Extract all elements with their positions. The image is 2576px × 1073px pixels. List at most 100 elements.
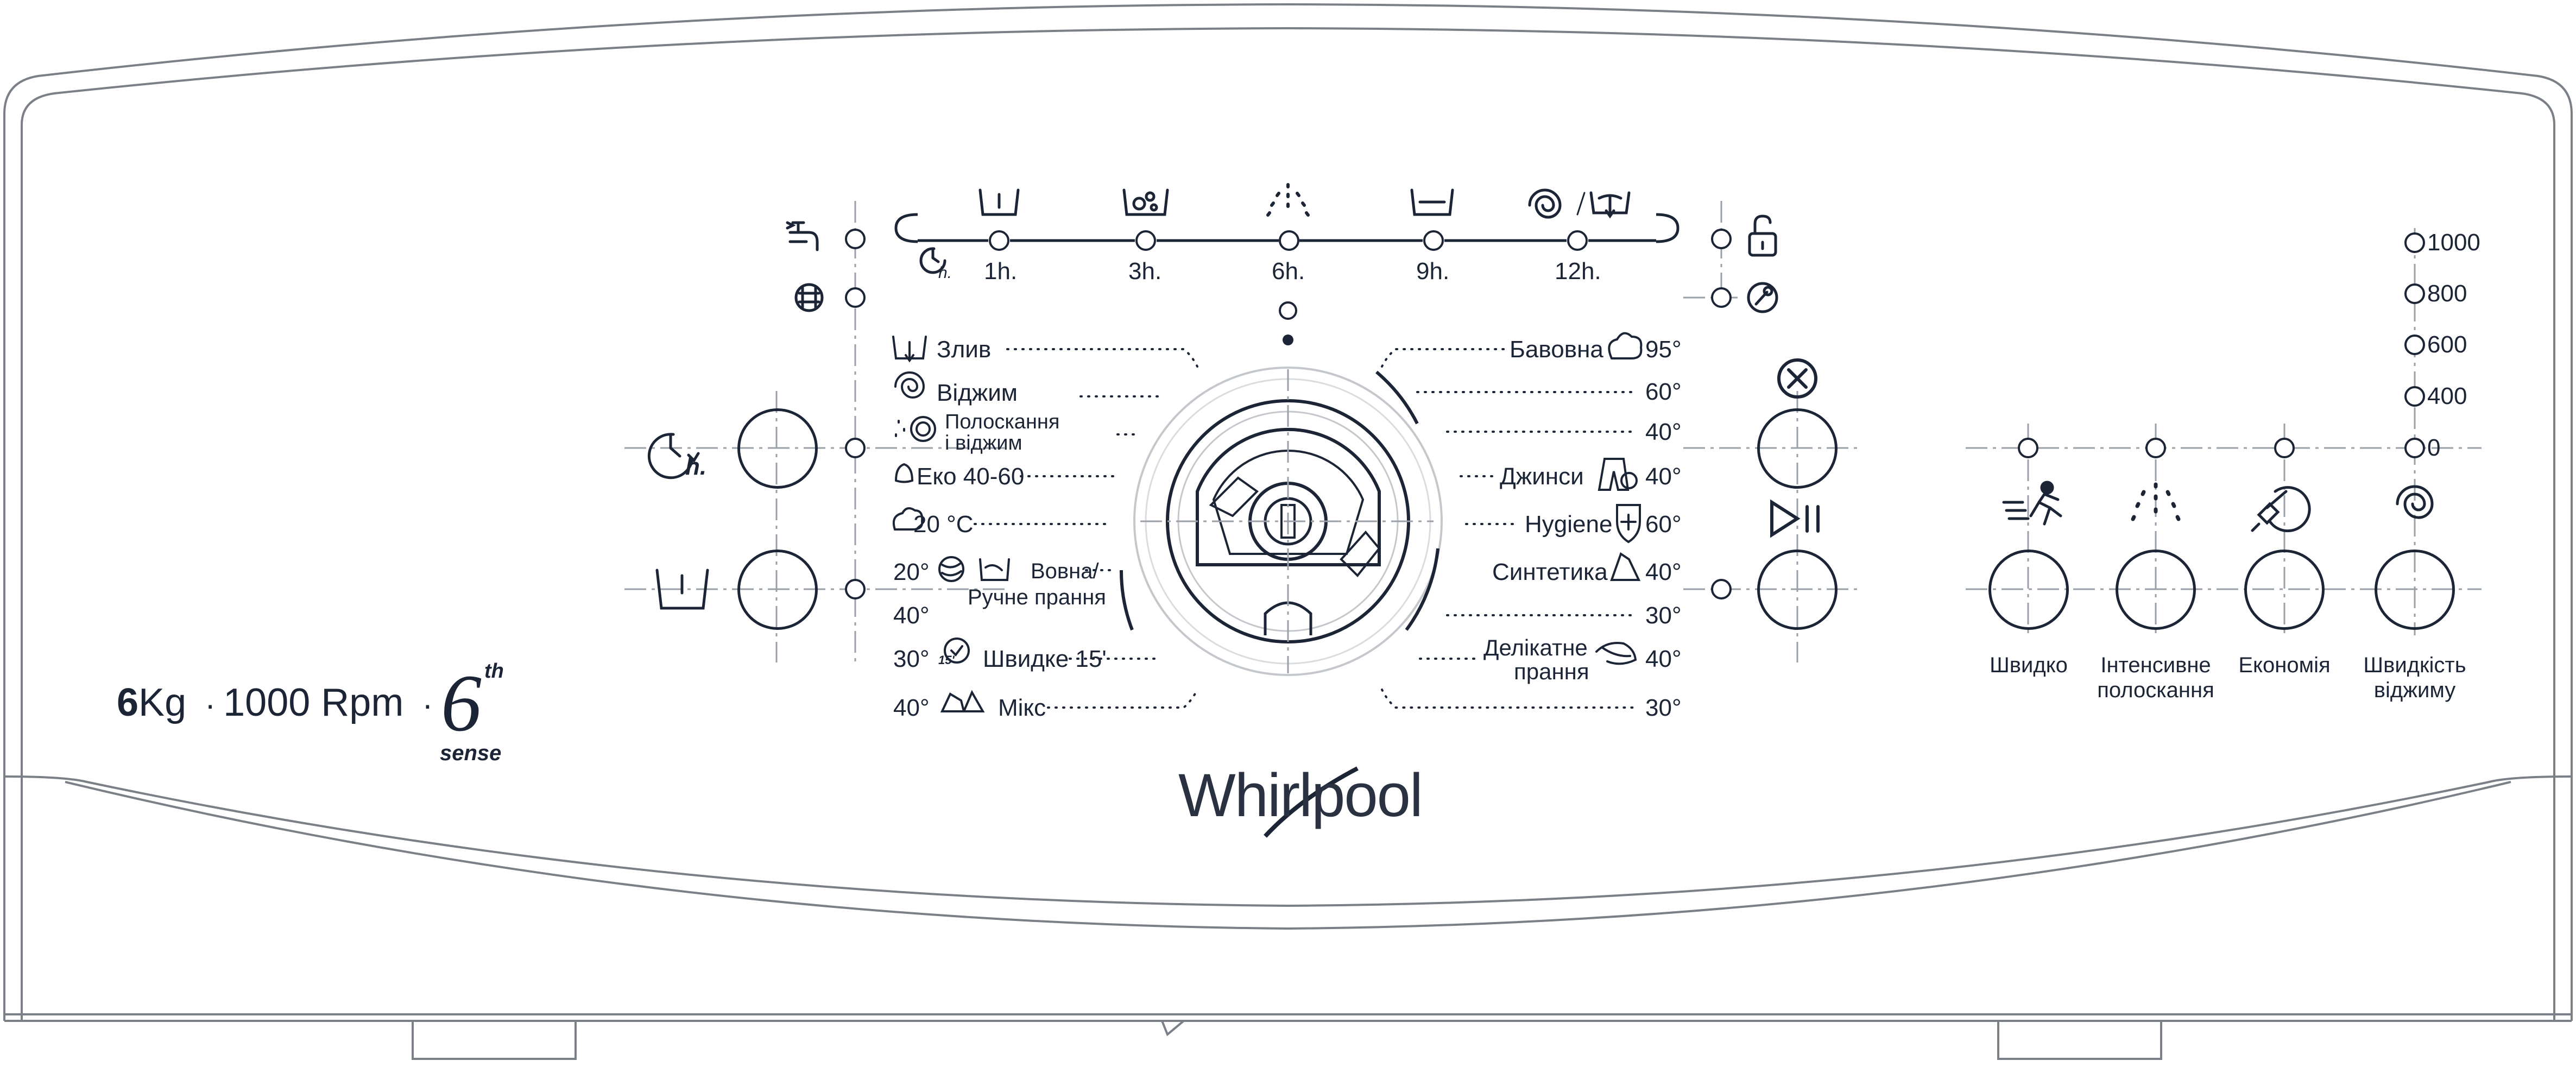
wool-icon [938,556,964,582]
softener-icon [1410,188,1454,216]
delay-1h-label: 1h. [984,258,1018,285]
rinse-shower-icon [1266,183,1310,217]
intensive-rinse-option-button[interactable] [2116,550,2196,630]
service-icon [1747,282,1778,313]
intensive-rinse-icon [2131,482,2181,521]
program-delicate-temp: 40° [1645,646,1682,672]
delay-12h-label: 12h. [1555,258,1601,285]
program-cotton-temp: 95° [1645,336,1682,363]
led-service [1711,287,1732,308]
jeans-icon [1598,458,1638,491]
delay-timeline [894,213,1680,243]
delay-3h-label: 3h. [1128,258,1162,285]
mix-icon [940,690,985,712]
program-dial [1119,301,1443,676]
led-detergent [845,579,866,599]
led-intensive-rinse [2145,438,2166,458]
detergent-button-icon [655,569,709,610]
led-delay-3h [1135,230,1156,251]
led-spin-1000 [2404,232,2425,253]
program-cotton[interactable]: Бавовна [1510,336,1603,363]
option-spin-speed-label: Швидкість віджиму [2363,653,2466,702]
led-delay-6h [1279,230,1299,251]
program-leaders-right [1381,348,1638,709]
start-pause-button[interactable] [1757,550,1838,630]
quick15-icon-text: 15' [938,653,955,667]
synthetic-icon [1610,552,1641,581]
spin-speed-option-button[interactable] [2375,550,2455,630]
drain-icon [1589,191,1631,219]
delay-6h-label: 6h. [1272,258,1305,285]
program-delicate-30: 30° [1645,695,1682,721]
program-wool-temp2: 40° [893,602,930,629]
program-dial-knob[interactable] [1167,401,1409,642]
program-cotton-20[interactable]: 20 °C [913,511,974,538]
led-door-unlock [1711,229,1732,249]
quick15-icon [944,638,970,664]
led-delay-9h [1423,230,1444,251]
right-icons [1747,214,1820,538]
detergent-button[interactable] [737,550,818,630]
delicate-icon [1595,642,1637,665]
eco-option-button[interactable] [2244,550,2325,630]
led-spin-400 [2404,386,2425,407]
led-quick [2018,438,2038,458]
eco-cotton-icon [895,463,914,483]
cotton-icon [1608,332,1643,359]
program-synthetic[interactable]: Синтетика [1492,559,1608,585]
program-wool[interactable]: Вовна/ [1031,559,1099,583]
program-mix[interactable]: Мікс [998,695,1046,721]
led-delay [845,438,866,458]
delay-start-icon [647,433,700,479]
cancel-button[interactable] [1757,408,1838,489]
program-hygiene-temp: 60° [1645,511,1682,538]
spin-1000-label: 1000 [2427,229,2480,256]
drain-program-icon [892,336,927,363]
program-wool-temp: 20° [893,559,930,585]
led-spin-0 [2404,438,2425,458]
led-start [1711,579,1732,599]
quick-option-button[interactable] [1988,550,2069,630]
program-jeans-temp: 40° [1645,463,1682,490]
led-eco [2274,438,2295,458]
program-leaders-left [974,348,1198,709]
program-quick15[interactable]: Швидке 15' [983,646,1107,672]
rinse-spin-icon [895,416,936,442]
program-cotton-60: 60° [1645,378,1682,405]
detergent-compartment-icon [978,188,1020,216]
capacity-spec: 6Kg ·1000 Rpm · [117,681,433,724]
program-rinse-spin-line2: і віджим [945,432,1022,455]
led-spin-800 [2404,283,2425,304]
spin-600-label: 600 [2427,331,2467,358]
panel-outline [3,3,2573,1060]
spin-0-label: 0 [2427,434,2441,461]
side-icons [647,221,946,610]
spin-spiral-icon [1528,188,1562,219]
program-icons-right [1595,332,1643,665]
prewash-icon [1122,188,1169,216]
delay-clock-label: h. [938,264,952,282]
led-grid-lock [845,287,866,308]
program-eco-40-60[interactable]: Еко 40-60 [917,463,1025,490]
spin-speed-icon [2396,485,2434,519]
program-delicate[interactable]: Делікатне [1483,635,1588,660]
program-spin[interactable]: Віджим [937,380,1018,406]
delay-9h-label: 9h. [1416,258,1450,285]
slash-separator [1576,192,1586,216]
handwash-icon [979,558,1010,581]
program-jeans[interactable]: Джинси [1500,463,1584,490]
spin-400-label: 400 [2427,383,2467,409]
tap-water-icon [786,221,819,251]
program-drain[interactable]: Злив [937,336,992,363]
option-icons [2002,481,2434,533]
led-delay-12h [1567,230,1588,251]
program-icons-left [892,336,1010,712]
program-synthetic-temp: 40° [1645,559,1682,585]
program-rinse-spin[interactable]: Полоскання [945,411,1060,433]
option-quick-label: Швидко [1990,653,2068,677]
program-hygiene[interactable]: Hygiene [1525,511,1613,538]
cancel-icon [1777,358,1817,399]
delay-start-button[interactable] [737,408,818,489]
program-delicate-line2: прання [1514,659,1589,684]
small-clock-icon [919,247,946,274]
